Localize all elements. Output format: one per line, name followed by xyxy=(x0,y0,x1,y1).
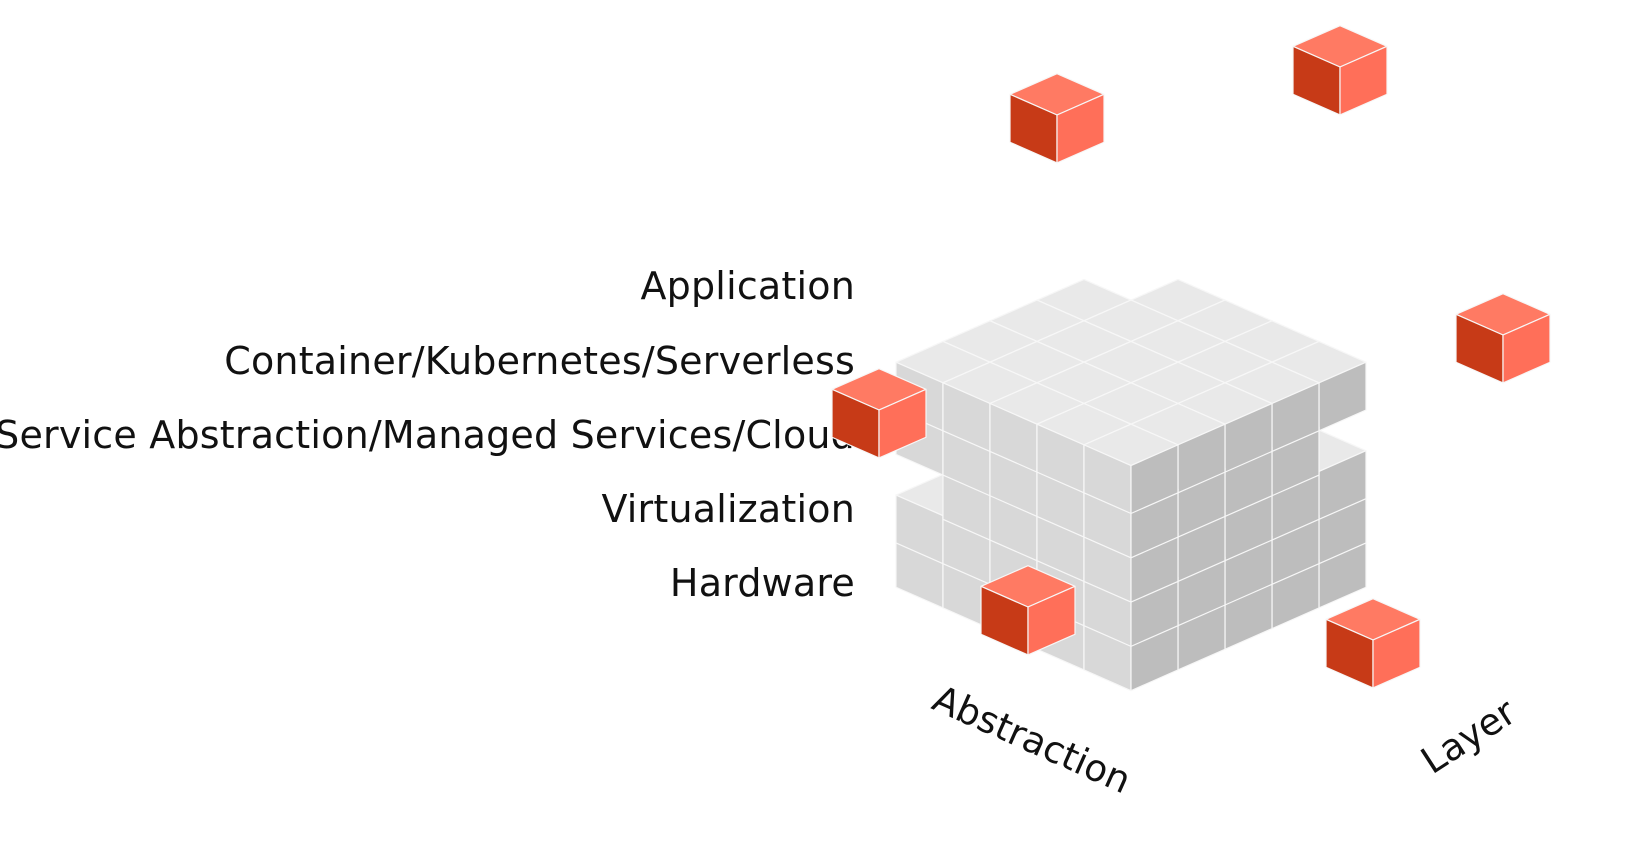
axis-label-abstraction: Abstraction xyxy=(926,677,1137,802)
red-cube-right xyxy=(1056,93,1105,164)
red-cube-right xyxy=(1372,618,1421,689)
grey-cube-grid xyxy=(895,278,1367,692)
layer-label-virtualization: Virtualization xyxy=(601,487,855,531)
layer-label-service-abstraction: Service Abstraction/Managed Services/Clo… xyxy=(0,413,855,457)
grey-cube-right xyxy=(1130,444,1179,515)
red-cube xyxy=(831,368,927,459)
red-cube xyxy=(980,565,1076,656)
red-cube xyxy=(1009,73,1105,164)
layer-label-hardware: Hardware xyxy=(669,561,855,605)
layer-label-list: Application Container/Kubernetes/Serverl… xyxy=(0,264,855,605)
red-cube xyxy=(1455,293,1551,384)
red-cube-right xyxy=(1502,313,1551,384)
red-cube-set xyxy=(831,25,1551,689)
red-cube-right xyxy=(1339,45,1388,116)
red-cube xyxy=(1292,25,1388,116)
layer-label-application: Application xyxy=(640,264,855,308)
red-cube-right xyxy=(1027,585,1076,656)
grey-cube xyxy=(1083,423,1179,515)
red-cube-right xyxy=(878,388,927,459)
red-cube xyxy=(1325,598,1421,689)
axis-label-layer: Layer xyxy=(1413,690,1524,783)
layer-label-container: Container/Kubernetes/Serverless xyxy=(224,339,855,383)
